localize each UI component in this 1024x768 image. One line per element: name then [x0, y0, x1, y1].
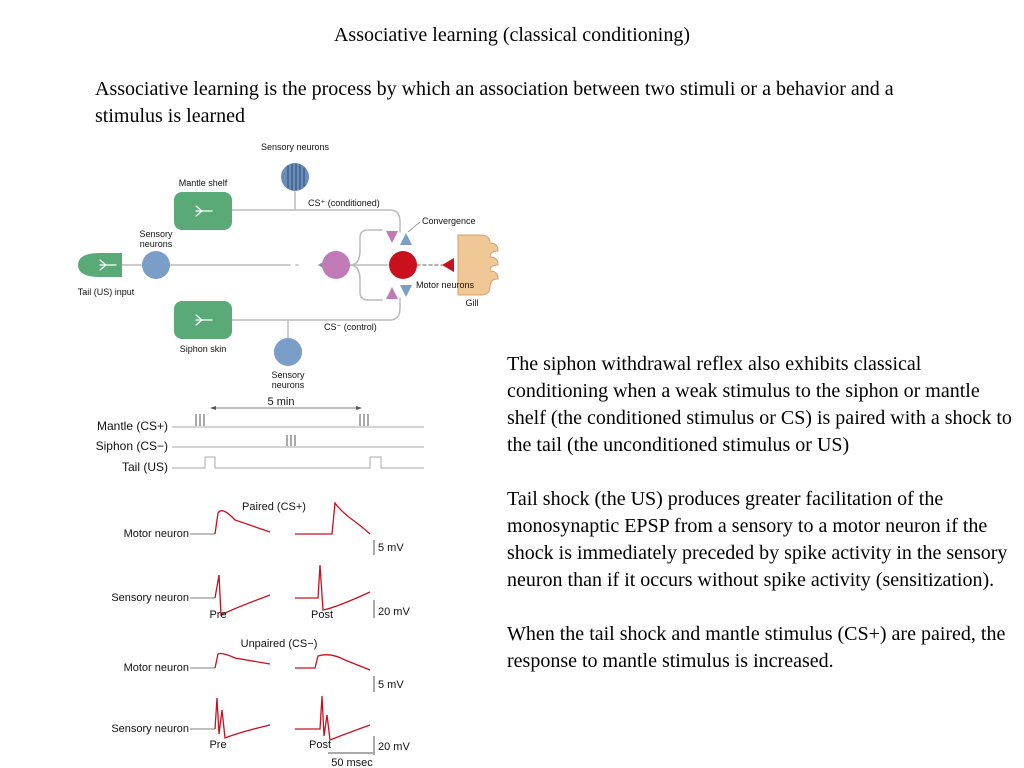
paragraph-cs: The siphon withdrawal reflex also exhibi… [507, 353, 1012, 456]
gill [457, 234, 499, 296]
unpaired-traces [190, 652, 371, 741]
intro-text: Associative learning is the process by w… [95, 78, 894, 127]
label-mantle-shelf: Mantle shelf [179, 178, 228, 188]
unpaired-scale-large: 20 mV [378, 741, 410, 753]
label-tail-input: Tail (US) input [78, 287, 135, 297]
sensory-neuron-siphon [274, 338, 302, 366]
circuit-diagram: Sensory neurons Mantle shelf CS⁺ (condit… [78, 142, 499, 390]
paired-post-label: Post [311, 609, 333, 621]
label-sensory-top: Sensory neurons [261, 142, 330, 152]
time-scale-label: 50 msec [331, 757, 373, 768]
conditioning-figure: Sensory neurons Mantle shelf CS⁺ (condit… [78, 142, 499, 768]
label-row-siphon: Siphon (CS−) [96, 439, 168, 453]
label-motor-neurons: Motor neurons [416, 280, 475, 290]
paired-scale-small: 5 mV [378, 542, 404, 554]
unpaired-pre-label: Pre [209, 739, 226, 751]
label-siphon-skin: Siphon skin [180, 344, 227, 354]
unpaired-post-label: Post [309, 739, 331, 751]
paired-motor-label: Motor neuron [124, 528, 189, 540]
label-convergence: Convergence [422, 216, 476, 226]
label-cs-minus: CS⁻ (control) [324, 322, 377, 332]
label-interval: 5 min [268, 396, 295, 408]
unpaired-title: Unpaired (CS−) [241, 638, 318, 650]
paired-title: Paired (CS+) [242, 501, 306, 513]
paragraph-facilitation: Tail shock (the US) produces greater fac… [507, 488, 1008, 591]
sensory-neuron-tail [142, 251, 170, 279]
paired-scale-large: 20 mV [378, 606, 410, 618]
unpaired-sensory-label: Sensory neuron [111, 723, 189, 735]
motor-neuron [389, 251, 417, 279]
unpaired-scale-small: 5 mV [378, 679, 404, 691]
paired-traces [190, 501, 371, 617]
paired-pre-label: Pre [209, 609, 226, 621]
label-cs-plus: CS⁺ (conditioned) [308, 198, 380, 208]
label-row-tail: Tail (US) [122, 460, 168, 474]
paragraph-pairing: When the tail shock and mantle stimulus … [507, 623, 1006, 672]
paired-sensory-label: Sensory neuron [111, 592, 189, 604]
sensory-neuron-mantle [281, 163, 309, 191]
stimulus-protocol [172, 406, 424, 469]
unpaired-motor-label: Motor neuron [124, 662, 189, 674]
facilitating-interneuron [322, 251, 350, 279]
description: The siphon withdrawal reflex also exhibi… [507, 351, 1012, 675]
label-gill: Gill [466, 298, 479, 308]
slide-title: Associative learning (classical conditio… [333, 24, 690, 46]
label-row-mantle: Mantle (CS+) [97, 419, 168, 433]
